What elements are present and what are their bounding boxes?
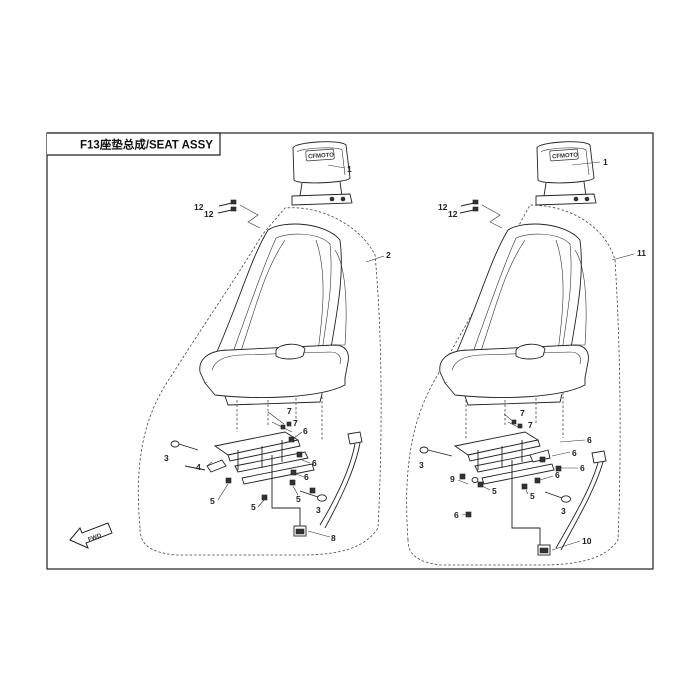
leaders-left [206,164,385,538]
callout-6c-right: 6 [580,463,585,473]
callout-3a-right: 3 [419,460,424,470]
callout-5b-left: 5 [251,502,256,512]
callout-6b-right: 6 [572,448,577,458]
callout-7b-right: 7 [528,420,533,430]
seat-slide-left [184,431,315,485]
callout-6e-right: 6 [454,510,459,520]
callout-12b-right: 12 [448,209,458,219]
assembly-envelope-left [137,207,382,556]
callout-3b-right: 3 [561,506,566,516]
callout-1-right: 1 [603,157,608,167]
callout-5c-left: 5 [296,494,301,504]
page-title: F13座垫总成/SEAT ASSY [80,138,213,152]
seat-slide-right [453,431,555,485]
bolts-12-right [459,199,503,229]
headrest-right: CFMOTO [535,141,597,206]
callout-5b-right: 5 [530,491,535,501]
callout-12a-left: 12 [194,202,204,212]
logo-text-left: CFMOTO [308,153,335,161]
forward-direction-arrow-icon: FWD [69,522,113,549]
callout-5a-left: 5 [210,496,215,506]
seat-cushion-right [439,223,589,406]
seat-assembly-left: CFMOTO [137,141,391,556]
logo-badge-right: CFMOTO [549,148,579,162]
callout-9-right: 9 [450,474,455,484]
seat-cushion-left [199,223,349,406]
fasteners-left [225,421,316,501]
washer-3-left-a [170,440,199,451]
seat-belt-strap-10-right [511,450,607,556]
callout-5a-right: 5 [492,486,497,496]
washer-3-right-b [544,491,571,503]
callout-6c-left: 6 [304,472,309,482]
callout-4-left: 4 [196,462,201,472]
callout-2-left: 2 [386,250,391,260]
callout-6a-right: 6 [587,435,592,445]
callout-7a-right: 7 [520,408,525,418]
callout-3b-left: 3 [316,505,321,515]
callout-6b-left: 6 [312,458,317,468]
callout-10-right: 10 [582,536,592,546]
callout-12a-right: 12 [438,202,448,212]
callout-12b-left: 12 [204,209,214,219]
leaders-right [457,161,635,551]
logo-text-right: CFMOTO [552,153,579,161]
fasteners-right [459,419,562,518]
callout-3a-left: 3 [164,453,169,463]
headrest-left: CFMOTO [291,141,353,206]
callout-8-left: 8 [331,533,336,543]
seat-assembly-right: CFMOTO [406,141,646,566]
bolts-12-left [217,199,261,229]
fwd-label: FWD [87,533,103,544]
seat-belt-strap-8-left [271,431,363,537]
callout-6a-left: 6 [303,426,308,436]
logo-badge-left: CFMOTO [305,148,335,162]
drawing-frame [46,132,654,570]
washer-3-left-b [299,490,327,502]
title-block: F13座垫总成/SEAT ASSY [47,132,221,156]
callout-7a-left: 7 [287,406,292,416]
callout-7b-left: 7 [293,418,298,428]
callout-6d-right: 6 [555,470,560,480]
washer-3-right-a [419,446,453,457]
callout-1-left: 1 [347,164,352,174]
callout-11-right: 11 [637,248,646,258]
assembly-envelope-right [406,204,621,566]
